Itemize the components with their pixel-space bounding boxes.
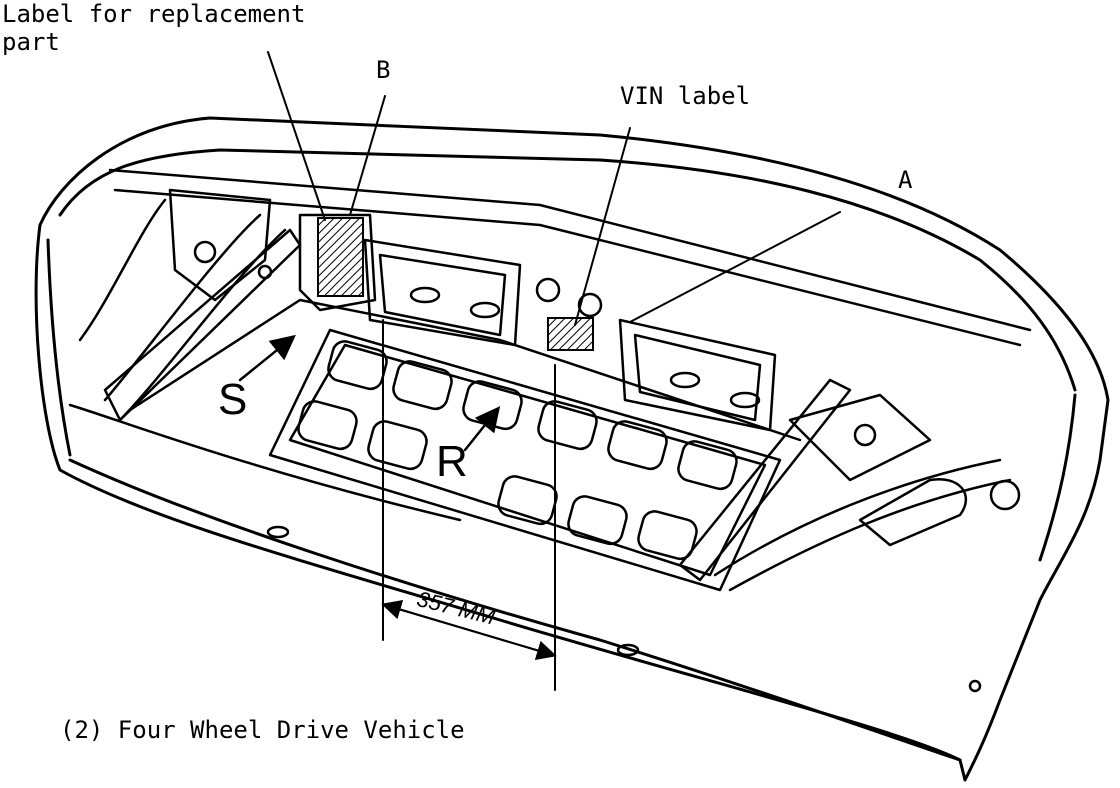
right-bracket bbox=[618, 318, 932, 482]
direction-arrows bbox=[238, 334, 501, 452]
vin-label-text: VIN label bbox=[620, 82, 751, 110]
label-a: A bbox=[898, 166, 913, 194]
bumper-shell bbox=[34, 116, 1110, 782]
figure-caption: (2) Four Wheel Drive Vehicle bbox=[60, 716, 465, 744]
center-crossmember bbox=[363, 238, 603, 347]
bumper-inner-cavity bbox=[68, 168, 1032, 522]
mark-s: S bbox=[218, 375, 248, 424]
mark-r: R bbox=[436, 437, 468, 486]
vin-label-area bbox=[547, 317, 594, 351]
left-bracket bbox=[168, 188, 377, 312]
replacement-label-area bbox=[317, 217, 364, 297]
bumper-feet bbox=[266, 525, 982, 693]
dimension-357 bbox=[381, 319, 557, 691]
label-b: B bbox=[376, 56, 391, 84]
leader-lines bbox=[267, 51, 841, 326]
honeycomb-grid bbox=[268, 328, 782, 592]
replacement-label-line1: Label for replacement bbox=[2, 0, 306, 28]
replacement-label-line2: part bbox=[2, 28, 60, 56]
right-arm bbox=[678, 378, 1021, 592]
left-arm bbox=[103, 228, 302, 422]
